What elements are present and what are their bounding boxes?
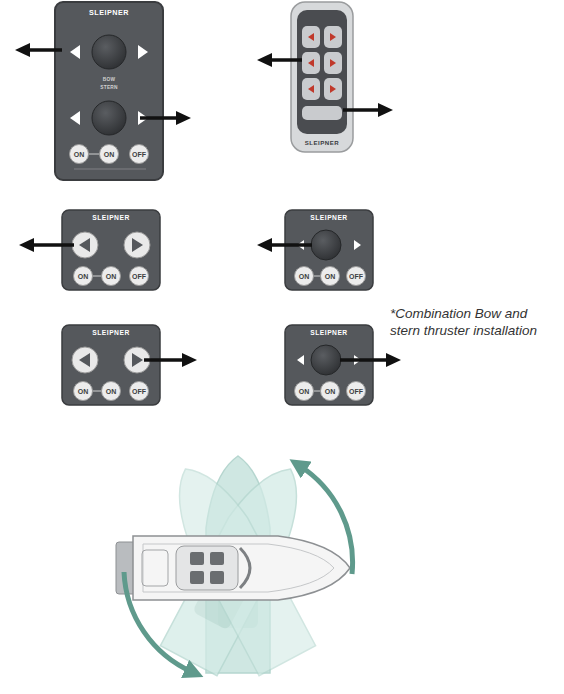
- rotation-arrow: [300, 466, 353, 574]
- button-label: OFF: [132, 273, 146, 280]
- joystick-panel: SLEIPNER ON ON OFF: [285, 210, 373, 290]
- power-button: ON: [101, 381, 121, 401]
- brand-name: SLEIPNER: [62, 330, 160, 337]
- button-label: ON: [299, 388, 310, 395]
- power-button: ON: [101, 266, 121, 286]
- power-button: OFF: [129, 144, 149, 164]
- brand-name: SLEIPNER: [285, 215, 373, 222]
- direction-arrow: [15, 43, 401, 367]
- button-label: ON: [299, 273, 310, 280]
- rotation-arrow: [124, 572, 192, 672]
- button-panel: SLEIPNER ON ON OFF: [62, 325, 160, 405]
- button-panel: [62, 210, 160, 290]
- button-label: ON: [78, 273, 89, 280]
- button-label: OFF: [349, 388, 363, 395]
- button-label: ON: [325, 388, 336, 395]
- button-label: ON: [78, 388, 89, 395]
- button-label: ON: [106, 273, 117, 280]
- brand-name: SLEIPNER: [285, 330, 373, 337]
- power-button: OFF: [129, 381, 149, 401]
- brand-name: SLEIPNER: [291, 140, 353, 146]
- power-button: ON: [73, 266, 93, 286]
- power-button: ON: [294, 266, 314, 286]
- power-button: OFF: [129, 266, 149, 286]
- thruster-label: STERN: [55, 86, 163, 91]
- button-panel: SLEIPNER ON ON OFF: [62, 210, 160, 290]
- brand-name: SLEIPNER: [62, 215, 160, 222]
- button-label: OFF: [132, 151, 146, 158]
- power-button: OFF: [346, 381, 366, 401]
- power-button: ON: [320, 266, 340, 286]
- joystick-panel: [285, 210, 373, 290]
- brand-name: SLEIPNER: [55, 9, 163, 16]
- boat-rotation: [116, 454, 350, 676]
- power-button: OFF: [346, 266, 366, 286]
- joystick-panel: [285, 325, 373, 405]
- power-button: ON: [99, 144, 119, 164]
- button-label: ON: [325, 273, 336, 280]
- button-label: ON: [104, 151, 115, 158]
- button-label: OFF: [349, 273, 363, 280]
- button-panel: [62, 325, 160, 405]
- installation-note: *Combination Bow and stern thruster inst…: [390, 306, 560, 340]
- power-button: ON: [73, 381, 93, 401]
- dual-joystick-panel: SLEIPNER BOW STERN ON ON OFF: [55, 2, 163, 180]
- button-label: OFF: [132, 388, 146, 395]
- remote-control: SLEIPNER: [291, 2, 353, 152]
- button-label: ON: [106, 388, 117, 395]
- joystick-panel: SLEIPNER ON ON OFF: [285, 325, 373, 405]
- thruster-label: BOW: [55, 78, 163, 83]
- remote-control: [291, 2, 353, 152]
- button-label: ON: [74, 151, 85, 158]
- power-button: ON: [320, 381, 340, 401]
- power-button: ON: [294, 381, 314, 401]
- dual-joystick-panel: [55, 2, 163, 180]
- power-button: ON: [69, 144, 89, 164]
